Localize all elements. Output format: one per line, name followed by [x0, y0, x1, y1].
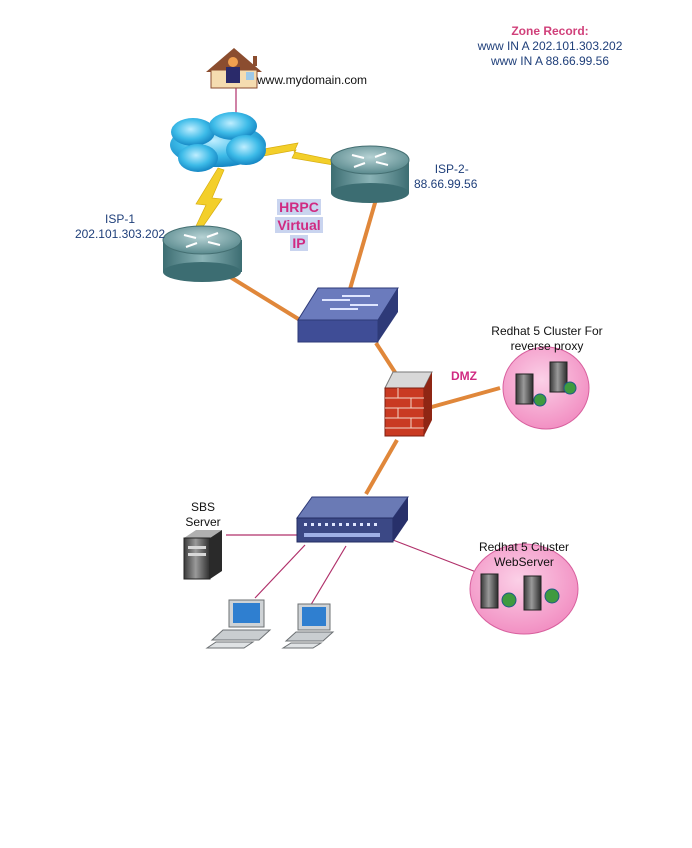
link-lan-to-pc1	[254, 544, 306, 599]
router-isp1	[162, 225, 242, 282]
sbs-line-2: Server	[185, 515, 221, 529]
link-lan-to-pc2	[308, 545, 347, 609]
proxy-cluster-line-2: reverse proxy	[510, 339, 584, 353]
workstation-pc-2	[281, 603, 335, 649]
proxy-cluster-line-1: Redhat 5 Cluster For	[491, 324, 603, 338]
zone-record: Zone Record: www IN A 202.101.303.202 ww…	[450, 24, 650, 69]
domain-label: www.mydomain.com	[257, 73, 368, 87]
lightning-cloud-to-isp1	[195, 167, 225, 229]
isp1-name: ISP-1	[104, 212, 135, 226]
router-isp2	[330, 145, 410, 203]
link-firewall-to-lan-switch	[364, 439, 399, 495]
proxy-cluster-label: Redhat 5 Cluster For reverse proxy	[474, 324, 620, 354]
dmz-label: DMZ	[451, 369, 477, 383]
web-cluster-line-2: WebServer	[494, 555, 554, 569]
hrpc-line-2: Virtual	[275, 217, 323, 233]
lightning-cloud-to-isp2	[257, 142, 334, 166]
core-switch	[297, 287, 399, 343]
proxy-cluster	[502, 346, 590, 430]
isp1-ip: 202.101.303.202	[74, 227, 166, 241]
sbs-server-label: SBS Server	[178, 500, 228, 530]
lan-switch	[296, 496, 409, 543]
internet-cloud	[170, 112, 266, 172]
web-cluster-label: Redhat 5 Cluster WebServer	[470, 540, 578, 570]
isp2-ip: 88.66.99.56	[414, 177, 478, 191]
hrpc-line-1: HRPC	[277, 199, 321, 215]
hrpc-virtual-ip-label: HRPC Virtual IP	[270, 198, 328, 252]
web-cluster-line-1: Redhat 5 Cluster	[478, 540, 570, 554]
link-firewall-to-proxy-cluster	[427, 386, 501, 410]
links	[220, 80, 501, 609]
web-cluster	[469, 543, 579, 635]
zone-record-line-1: www IN A 202.101.303.202	[477, 39, 623, 53]
isp2-label: ISP-2- 88.66.99.56	[414, 162, 477, 192]
link-isp2-to-switch	[346, 195, 379, 297]
firewall-icon	[384, 371, 433, 437]
zone-record-line-2: www IN A 88.66.99.56	[490, 54, 610, 68]
workstation-pc-1	[205, 599, 272, 649]
hrpc-line-3: IP	[290, 235, 308, 251]
sbs-line-1: SBS	[190, 500, 215, 514]
isp2-name: ISP-2-	[434, 162, 469, 176]
link-isp1-to-switch	[220, 270, 302, 322]
house-icon	[206, 48, 262, 89]
zone-record-title: Zone Record:	[511, 24, 589, 38]
sbs-server-icon	[183, 530, 222, 580]
isp1-label: ISP-1 202.101.303.202	[70, 212, 170, 242]
link-lan-to-web-cluster	[392, 539, 485, 576]
